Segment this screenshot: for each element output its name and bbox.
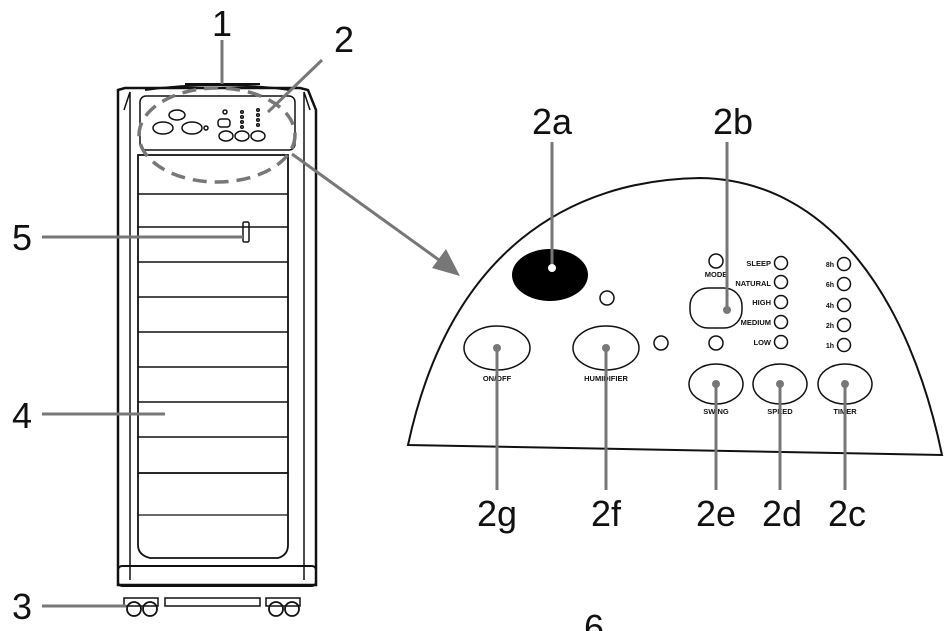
timer-6h-led: [836, 276, 852, 292]
mini-dot-4: [239, 124, 245, 130]
leader-2d-dot: [776, 380, 784, 388]
mini-dot-5: [255, 107, 261, 113]
leader-2c-dot: [841, 380, 849, 388]
mini-dot-8: [255, 122, 261, 128]
timer-6h-label: 6h: [826, 282, 834, 289]
medium-led: [773, 314, 789, 330]
caster-left-2: [142, 601, 158, 617]
timer-1h-led: [836, 337, 852, 353]
panel-outline: [406, 176, 944, 457]
caster-right: [268, 601, 284, 617]
leader-2f-dot: [602, 344, 610, 352]
base: [117, 565, 317, 587]
mini-mode-button: [217, 118, 231, 128]
zoom-arrow-line: [291, 152, 447, 267]
timer-2h-led: [836, 317, 852, 333]
mini-led-b: [222, 109, 228, 115]
caster-right-2: [284, 601, 300, 617]
mini-dot-2: [239, 114, 245, 120]
leaders: [42, 40, 447, 608]
mini-control-panel: [152, 107, 266, 142]
callout-2c: 2c: [828, 493, 866, 534]
callout-2b: 2b: [713, 101, 753, 142]
leader-2: [266, 58, 324, 114]
timer-1h-label: 1h: [826, 343, 834, 350]
caster-left: [126, 601, 142, 617]
natural-led: [773, 274, 789, 290]
callout-6: 6: [584, 607, 604, 631]
callout-2d: 2d: [762, 493, 802, 534]
callout-2e: 2e: [696, 493, 736, 534]
medium-label: MEDIUM: [741, 318, 771, 327]
mini-dot-1: [239, 109, 245, 115]
top-cap: [144, 84, 291, 91]
timer-4h-led: [836, 297, 852, 313]
timer-8h-led: [836, 256, 852, 272]
mini-dot-6: [255, 112, 261, 118]
timer-4h-label: 4h: [826, 303, 834, 310]
callout-4: 4: [12, 395, 32, 436]
timer-2h-label: 2h: [826, 323, 834, 330]
mini-button-onoff: [152, 121, 174, 135]
high-led: [773, 294, 789, 310]
leader-2e-dot: [712, 380, 720, 388]
callout-2: 2: [334, 19, 354, 60]
mini-button-swing: [218, 130, 234, 142]
low-label: LOW: [754, 338, 772, 347]
mode-led: [708, 253, 724, 269]
callout-2g: 2g: [477, 493, 517, 534]
display-2a: [512, 249, 588, 301]
mini-dot-3: [239, 119, 245, 125]
louver-panel: [137, 154, 289, 474]
left-side-strip: [123, 91, 131, 580]
mini-button-humidifier: [181, 121, 203, 135]
mini-display: [168, 109, 186, 121]
panel-leaders: [495, 142, 847, 490]
leader-2g-dot: [493, 344, 501, 352]
mini-led-a: [203, 125, 209, 131]
leader-2a-dot: [548, 264, 556, 272]
cooler-body: [116, 86, 318, 587]
sleep-label: SLEEP: [746, 259, 771, 268]
base-bar: [164, 597, 261, 607]
mini-button-timer: [250, 130, 266, 142]
natural-label: NATURAL: [735, 279, 771, 288]
air-cooler-unit: [116, 83, 318, 617]
callout-2a: 2a: [532, 101, 573, 142]
right-side-strip: [303, 91, 311, 580]
high-label: HIGH: [752, 298, 771, 307]
timer-8h-label: 8h: [826, 262, 834, 269]
water-tank-window: [137, 473, 289, 559]
mini-button-speed: [234, 130, 250, 142]
mode-button-2b[interactable]: [689, 287, 743, 329]
low-led: [773, 334, 789, 350]
mini-dot-7: [255, 117, 261, 123]
leader-2b-dot: [723, 306, 731, 314]
highlight-ellipse: [137, 86, 297, 184]
aux-led: [653, 335, 669, 351]
louver-handle: [242, 221, 250, 243]
mode-label: MODE: [705, 270, 728, 279]
callout-2f: 2f: [591, 493, 622, 534]
callout-1: 1: [212, 3, 232, 44]
zoom-arrow-head: [432, 249, 460, 276]
humidifier-led: [599, 290, 615, 306]
callout-5: 5: [12, 217, 32, 258]
callout-3: 3: [12, 586, 32, 627]
enlarged-control-panel: MODE SLEEP NATURAL HIGH MEDIUM LOW 8h 6h…: [406, 142, 944, 490]
sleep-led: [773, 255, 789, 271]
swing-led: [708, 335, 724, 351]
callout-labels: 1 2 5 4 3 6 2a 2b 2g 2f 2e 2d 2c: [12, 3, 866, 631]
